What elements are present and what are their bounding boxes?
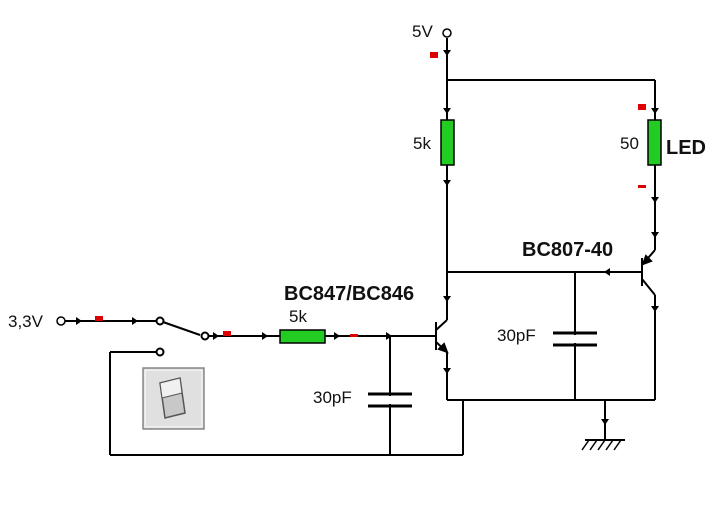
rocker-switch-icon[interactable] <box>142 367 205 430</box>
label-r-base: 5k <box>289 307 307 326</box>
ground-icon <box>581 439 625 451</box>
label-pnp: BC807-40 <box>522 239 613 261</box>
capacitor-npn[interactable] <box>368 392 412 408</box>
terminal-3v3[interactable] <box>56 316 66 326</box>
resistor-5k-top[interactable] <box>440 119 455 166</box>
toggle-switch[interactable] <box>155 316 210 357</box>
label-cap-npn: 30pF <box>313 388 352 407</box>
label-r-top: 5k <box>413 134 431 153</box>
label-led: LED <box>666 137 706 159</box>
label-cap-pnp: 30pF <box>497 326 536 345</box>
label-r-led: 50 <box>620 134 639 153</box>
pnp-transistor[interactable] <box>638 249 656 296</box>
npn-transistor[interactable] <box>430 319 449 354</box>
probe-markers <box>95 52 646 337</box>
label-npn: BC847/BC846 <box>284 283 414 305</box>
resistor-50[interactable] <box>647 119 662 166</box>
resistor-5k-base[interactable] <box>279 329 326 344</box>
current-arrows <box>76 50 659 425</box>
capacitor-pnp[interactable] <box>553 331 597 347</box>
terminal-5v[interactable] <box>442 28 452 38</box>
label-3v3: 3,3V <box>8 312 44 331</box>
label-5v: 5V <box>412 22 433 41</box>
